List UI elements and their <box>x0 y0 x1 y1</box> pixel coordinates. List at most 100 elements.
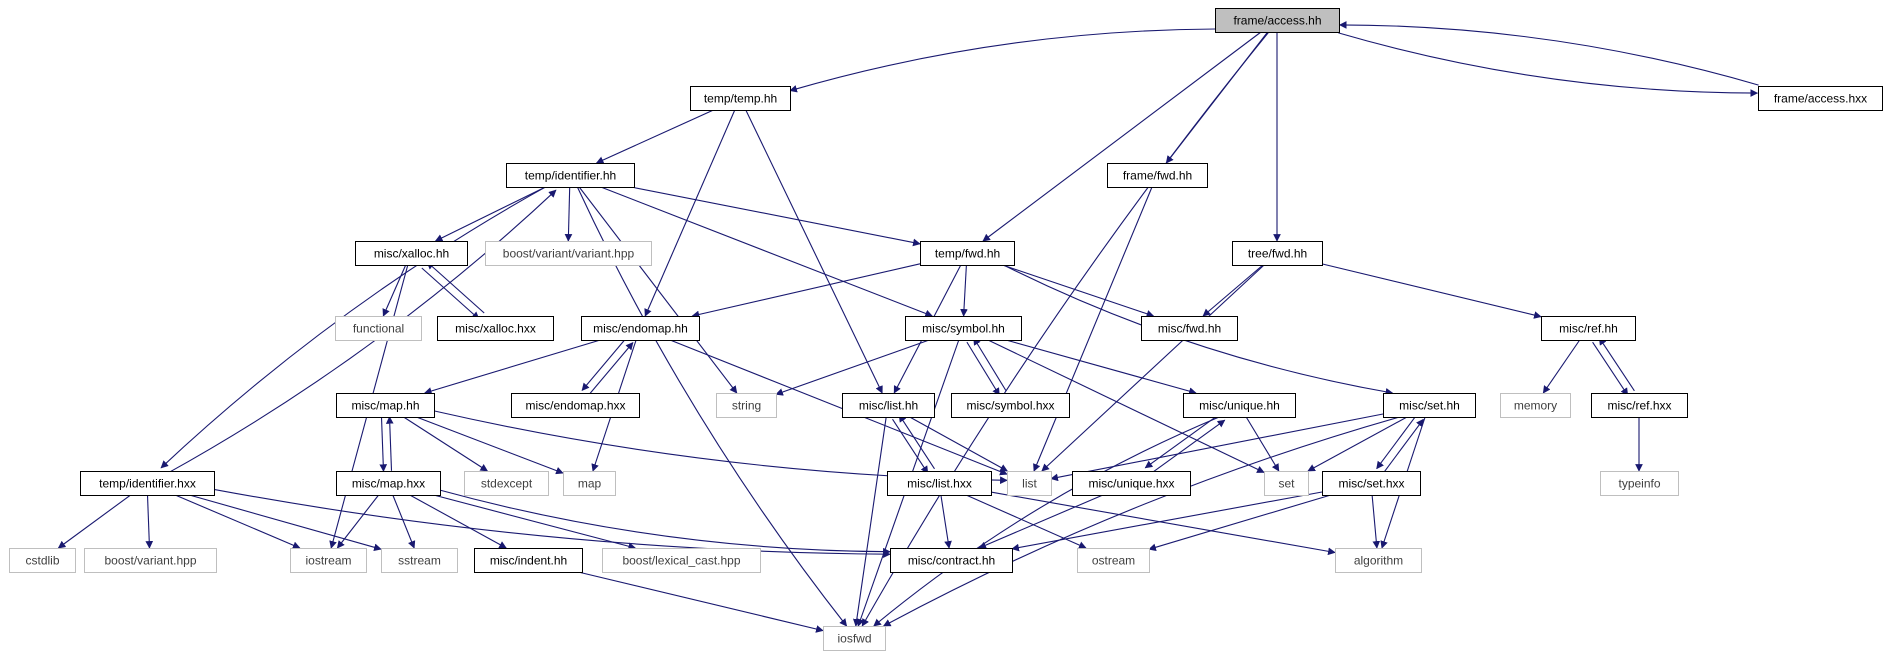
node-box <box>887 471 992 496</box>
node-misc-unique-hxx[interactable]: misc/unique.hxx <box>1072 471 1191 496</box>
node-box <box>1264 471 1309 496</box>
node-label: boost/lexical_cast.hpp <box>622 554 740 568</box>
edge-tree_fwd_hh-to-misc_ref_hh <box>1321 263 1542 319</box>
node-label: string <box>732 399 761 413</box>
node-temp-fwd-hh[interactable]: temp/fwd.hh <box>920 241 1015 266</box>
node-misc-map-hh[interactable]: misc/map.hh <box>336 393 435 418</box>
node-box <box>1600 471 1679 496</box>
edge-misc_set_hxx-to-ostream <box>1148 494 1331 552</box>
node-list: list <box>1007 471 1052 496</box>
node-frame-access-hxx[interactable]: frame/access.hxx <box>1758 86 1883 111</box>
node-misc-list-hxx[interactable]: misc/list.hxx <box>887 471 992 496</box>
edge-misc_ref_hh-to-misc_ref_hxx <box>1592 341 1629 396</box>
edge-misc_map_hh-to-map <box>416 416 564 475</box>
node-label: cstdlib <box>25 554 59 568</box>
node-string: string <box>716 393 777 418</box>
node-misc-fwd-hh[interactable]: misc/fwd.hh <box>1141 316 1238 341</box>
node-misc-ref-hh[interactable]: misc/ref.hh <box>1541 316 1636 341</box>
edge-temp_identifier_hh-to-temp_identifier_hxx <box>160 183 552 469</box>
node-label: ostream <box>1092 554 1135 568</box>
node-misc-indent-hh[interactable]: misc/indent.hh <box>474 548 583 573</box>
node-label: misc/map.hh <box>351 399 419 413</box>
node-frame-access-hh[interactable]: frame/access.hh <box>1215 8 1340 33</box>
node-label: temp/identifier.hh <box>525 169 616 183</box>
node-memory: memory <box>1500 393 1571 418</box>
node-box <box>1500 393 1571 418</box>
node-misc-ref-hxx[interactable]: misc/ref.hxx <box>1591 393 1688 418</box>
node-box <box>1141 316 1238 341</box>
edge-misc_set_hxx-to-misc_contract_hh <box>1011 491 1323 552</box>
node-label: sstream <box>398 554 441 568</box>
edge-misc_map_hxx-to-misc_map_hh <box>385 416 394 471</box>
edge-temp_identifier_hxx-to-misc_contract_hh <box>213 488 891 558</box>
edge-temp_fwd_hh-to-misc_fwd_hh <box>1002 264 1155 318</box>
node-box <box>474 548 583 573</box>
edge-temp_fwd_hh-to-misc_endomap_hh <box>691 263 921 319</box>
node-label: stdexcept <box>481 477 533 491</box>
edge-misc_map_hxx-to-boost_lexical_cast_hpp <box>433 494 637 550</box>
node-label: temp/fwd.hh <box>935 247 1000 261</box>
node-box <box>1183 393 1296 418</box>
node-label: misc/map.hxx <box>352 477 425 491</box>
edge-misc_endomap_hh-to-list <box>669 339 1008 476</box>
edge-misc_xalloc_hh-to-misc_xalloc_hxx <box>421 267 480 320</box>
edge-misc_symbol_hh-to-set <box>987 339 1265 473</box>
node-boost-lexical-cast-hpp: boost/lexical_cast.hpp <box>602 548 761 573</box>
node-temp-identifier-hh[interactable]: temp/identifier.hh <box>506 163 635 188</box>
node-label: misc/xalloc.hxx <box>455 322 536 336</box>
node-box <box>716 393 777 418</box>
node-misc-unique-hh[interactable]: misc/unique.hh <box>1183 393 1296 418</box>
node-box <box>506 163 635 188</box>
node-misc-set-hh[interactable]: misc/set.hh <box>1383 393 1476 418</box>
edge-misc_set_hxx-to-misc_set_hh <box>1382 418 1424 474</box>
node-misc-list-hh[interactable]: misc/list.hh <box>842 393 935 418</box>
edge-tree_fwd_hh-to-misc_fwd_hh <box>1202 264 1264 317</box>
node-misc-set-hxx[interactable]: misc/set.hxx <box>1322 471 1421 496</box>
node-box <box>511 393 640 418</box>
edge-misc_list_hh-to-list <box>909 416 1008 472</box>
node-misc-endomap-hh[interactable]: misc/endomap.hh <box>581 316 700 341</box>
node-misc-endomap-hxx[interactable]: misc/endomap.hxx <box>511 393 640 418</box>
node-frame-fwd-hh[interactable]: frame/fwd.hh <box>1107 163 1208 188</box>
node-tree-fwd-hh[interactable]: tree/fwd.hh <box>1232 241 1323 266</box>
node-box <box>9 548 76 573</box>
edge-frame_access_hh-to-frame_access_hxx <box>1338 32 1759 97</box>
edge-misc_list_hxx-to-misc_contract_hh <box>940 494 952 549</box>
node-box <box>581 316 700 341</box>
node-box <box>84 548 217 573</box>
node-temp-temp-hh[interactable]: temp/temp.hh <box>690 86 791 111</box>
node-misc-symbol-hh[interactable]: misc/symbol.hh <box>905 316 1022 341</box>
node-set: set <box>1264 471 1309 496</box>
node-misc-symbol-hxx[interactable]: misc/symbol.hxx <box>951 393 1070 418</box>
node-sstream: sstream <box>381 548 458 573</box>
edge-temp_fwd_hh-to-misc_symbol_hh <box>960 264 968 317</box>
node-label: temp/temp.hh <box>704 92 777 106</box>
edge-misc_symbol_hh-to-misc_symbol_hxx <box>966 341 1000 396</box>
node-label: misc/fwd.hh <box>1158 322 1221 336</box>
edge-frame_access_hh-to-iosfwd <box>861 31 1270 627</box>
edge-temp_identifier_hxx-to-cstdlib <box>57 494 131 549</box>
edge-misc_unique_hh-to-misc_unique_hxx <box>1144 413 1221 469</box>
node-box <box>1077 548 1150 573</box>
edge-misc_set_hh-to-misc_set_hxx <box>1376 414 1418 470</box>
node-box <box>336 471 441 496</box>
node-misc-contract-hh[interactable]: misc/contract.hh <box>890 548 1013 573</box>
node-misc-map-hxx[interactable]: misc/map.hxx <box>336 471 441 496</box>
node-box <box>602 548 761 573</box>
node-misc-xalloc-hxx[interactable]: misc/xalloc.hxx <box>437 316 554 341</box>
edge-misc_unique_hxx-to-misc_unique_hh <box>1149 419 1226 475</box>
node-box <box>1007 471 1052 496</box>
node-label: misc/unique.hxx <box>1088 477 1174 491</box>
node-label: boost/variant/variant.hpp <box>503 247 635 261</box>
node-boost-variant-variant-hpp: boost/variant/variant.hpp <box>485 241 652 266</box>
node-label: misc/endomap.hxx <box>525 399 625 413</box>
node-box <box>842 393 935 418</box>
edge-misc_ref_hxx-to-misc_ref_hh <box>1598 337 1635 392</box>
edge-misc_endomap_hh-to-misc_map_hh <box>423 339 601 395</box>
edge-tree_fwd_hh-to-list <box>1041 264 1265 472</box>
node-misc-xalloc-hh[interactable]: misc/xalloc.hh <box>355 241 468 266</box>
edge-temp_identifier_hh-to-misc_xalloc_hh <box>434 186 546 242</box>
edge-misc_map_hh-to-stdexcept <box>403 416 489 472</box>
node-label: temp/identifier.hxx <box>99 477 196 491</box>
node-temp-identifier-hxx[interactable]: temp/identifier.hxx <box>80 471 215 496</box>
